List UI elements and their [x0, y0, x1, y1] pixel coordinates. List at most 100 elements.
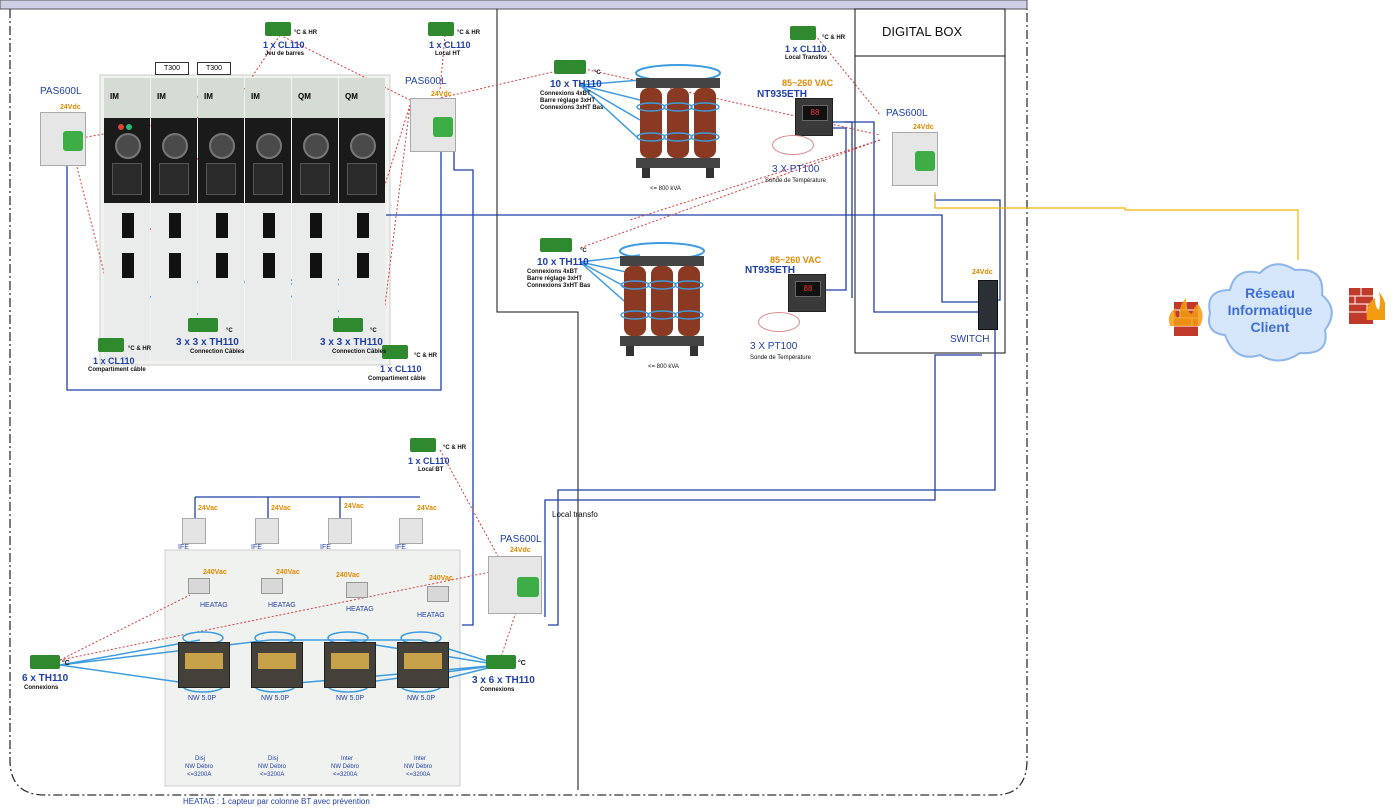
column-bottom-3: <=3200A	[260, 772, 285, 778]
th110-sensor-icon	[486, 655, 516, 669]
probe-desc: Sonde de Température	[750, 355, 811, 361]
heatag-voltage: 240Vac	[336, 572, 360, 579]
sensor-desc: Compartiment câble	[368, 376, 426, 382]
ife-label: IFE	[251, 544, 262, 551]
sensor-qty: 3 x 3 x TH110	[320, 337, 383, 348]
sensor-desc: Connexions 3xHT Bas	[527, 283, 591, 289]
ife-voltage: 24Vac	[344, 503, 364, 510]
sensor-desc: Local HT	[435, 51, 461, 57]
ife-module	[255, 518, 279, 544]
sensor-desc: Connexions	[24, 685, 59, 691]
sensor-desc: Connection Câbles	[332, 349, 387, 355]
sensor-qty: 10 x TH110	[550, 79, 602, 90]
hv-cell: IM	[198, 78, 244, 361]
transformer-rating: <= 800 kVA	[650, 186, 681, 192]
sensor-qty: 1 x CL110	[93, 356, 135, 366]
pas600l-label: PAS600L	[405, 76, 447, 87]
column-bottom-2: NW Débro	[258, 764, 287, 770]
ife-module	[182, 518, 206, 544]
pas600l-voltage: 24Vdc	[431, 91, 452, 98]
heatag-label: HEATAG	[200, 602, 228, 609]
ife-module	[328, 518, 352, 544]
sensor-tag: °C & HR	[443, 445, 467, 451]
column-bottom-1: Inter	[341, 756, 354, 762]
sensor-tag: °C & HR	[822, 35, 846, 41]
switch-voltage: 24Vdc	[972, 269, 993, 276]
transformer-1	[628, 62, 728, 180]
pas600l-gateway[interactable]	[410, 98, 460, 158]
ife-voltage: 24Vac	[271, 505, 291, 512]
cl110-sensor-icon	[98, 338, 124, 352]
nt935eth-relay: 88	[788, 274, 826, 312]
cl110-sensor-icon	[790, 26, 816, 40]
sensor-desc: Compartiment câble	[88, 367, 146, 373]
column-bottom-2: NW Débro	[404, 764, 433, 770]
breaker	[324, 642, 376, 688]
heatag-sensor	[188, 578, 210, 594]
ife-label: IFE	[178, 544, 189, 551]
breaker-label: NW 5.0P	[407, 695, 436, 702]
pas600l-gateway[interactable]	[40, 112, 90, 172]
sensor-tag: °C & HR	[128, 346, 152, 352]
column-bottom-2: NW Débro	[185, 764, 214, 770]
heatag-sensor	[261, 578, 283, 594]
hv-cell: IM	[104, 78, 150, 361]
column-bottom-1: Disj	[195, 756, 205, 762]
probe-desc: Sonde de Température	[765, 178, 826, 184]
probe-label: 3 X PT100	[772, 164, 820, 175]
column-bottom-3: <=3200A	[333, 772, 358, 778]
breaker	[178, 642, 230, 688]
pas600l-gateway[interactable]	[488, 556, 542, 616]
cloud-line: Client	[1250, 319, 1290, 335]
th110-sensor-icon	[333, 318, 363, 332]
hv-cell: QM	[292, 78, 338, 361]
pas600l-gateway[interactable]	[892, 132, 942, 192]
sensor-desc: Barre réglage 3xHT	[540, 98, 596, 104]
sensor-qty: 1 x CL110	[785, 44, 827, 54]
hv-switchboard: IM IM IM IM	[104, 78, 386, 361]
column-bottom-1: Disj	[268, 756, 278, 762]
heatag-sensor	[346, 582, 368, 598]
relay-supply: 85~260 VAC	[782, 78, 834, 88]
sensor-tag: °C	[580, 248, 587, 254]
pas600l-label: PAS600L	[40, 86, 82, 97]
column-bottom-2: NW Débro	[331, 764, 360, 770]
pas600l-voltage: 24Vdc	[60, 104, 81, 111]
sensor-tag: °C	[226, 328, 233, 334]
hv-cell: IM	[245, 78, 291, 361]
firewall-icon	[1345, 280, 1385, 328]
sensor-desc: Local BT	[418, 467, 444, 473]
sensor-desc: Connexions 4xBT	[527, 269, 578, 275]
th110-sensor-icon	[30, 655, 60, 669]
heatag-label: HEATAG	[268, 602, 296, 609]
pt100-probe	[758, 312, 800, 332]
ife-voltage: 24Vac	[198, 505, 218, 512]
sensor-qty: 3 x 6 x TH110	[472, 675, 535, 686]
sensor-desc: Connexions	[480, 687, 515, 693]
cloud-line: Informatique	[1227, 302, 1313, 318]
heatag-label: HEATAG	[346, 606, 374, 613]
hv-cell-label: IM	[204, 92, 213, 101]
client-network-cloud	[1200, 255, 1340, 367]
transformer-rating: <= 800 kVA	[648, 364, 679, 370]
t300-box: T300	[197, 62, 231, 75]
sensor-qty: 1 x CL110	[263, 40, 305, 50]
ife-label: IFE	[395, 544, 406, 551]
ife-voltage: 24Vac	[417, 505, 437, 512]
hv-cell-label: IM	[110, 92, 119, 101]
switch-label: SWITCH	[950, 334, 990, 345]
probe-label: 3 X PT100	[750, 341, 798, 352]
breaker	[251, 642, 303, 688]
column-bottom-3: <=3200A	[406, 772, 431, 778]
network-switch[interactable]	[978, 280, 998, 330]
sensor-tag: °C	[370, 328, 377, 334]
cl110-sensor-icon	[428, 22, 454, 36]
heatag-sensor	[427, 586, 449, 602]
heatag-voltage: 240Vac	[276, 569, 300, 576]
cl110-sensor-icon	[410, 438, 436, 452]
nt935eth-relay: 88	[795, 98, 833, 136]
pas600l-label: PAS600L	[886, 108, 928, 119]
sensor-desc: Jeu de barres	[265, 51, 305, 57]
sensor-tag: °C	[62, 660, 70, 667]
heatag-note: HEATAG : 1 capteur par colonne BT avec p…	[183, 797, 370, 806]
